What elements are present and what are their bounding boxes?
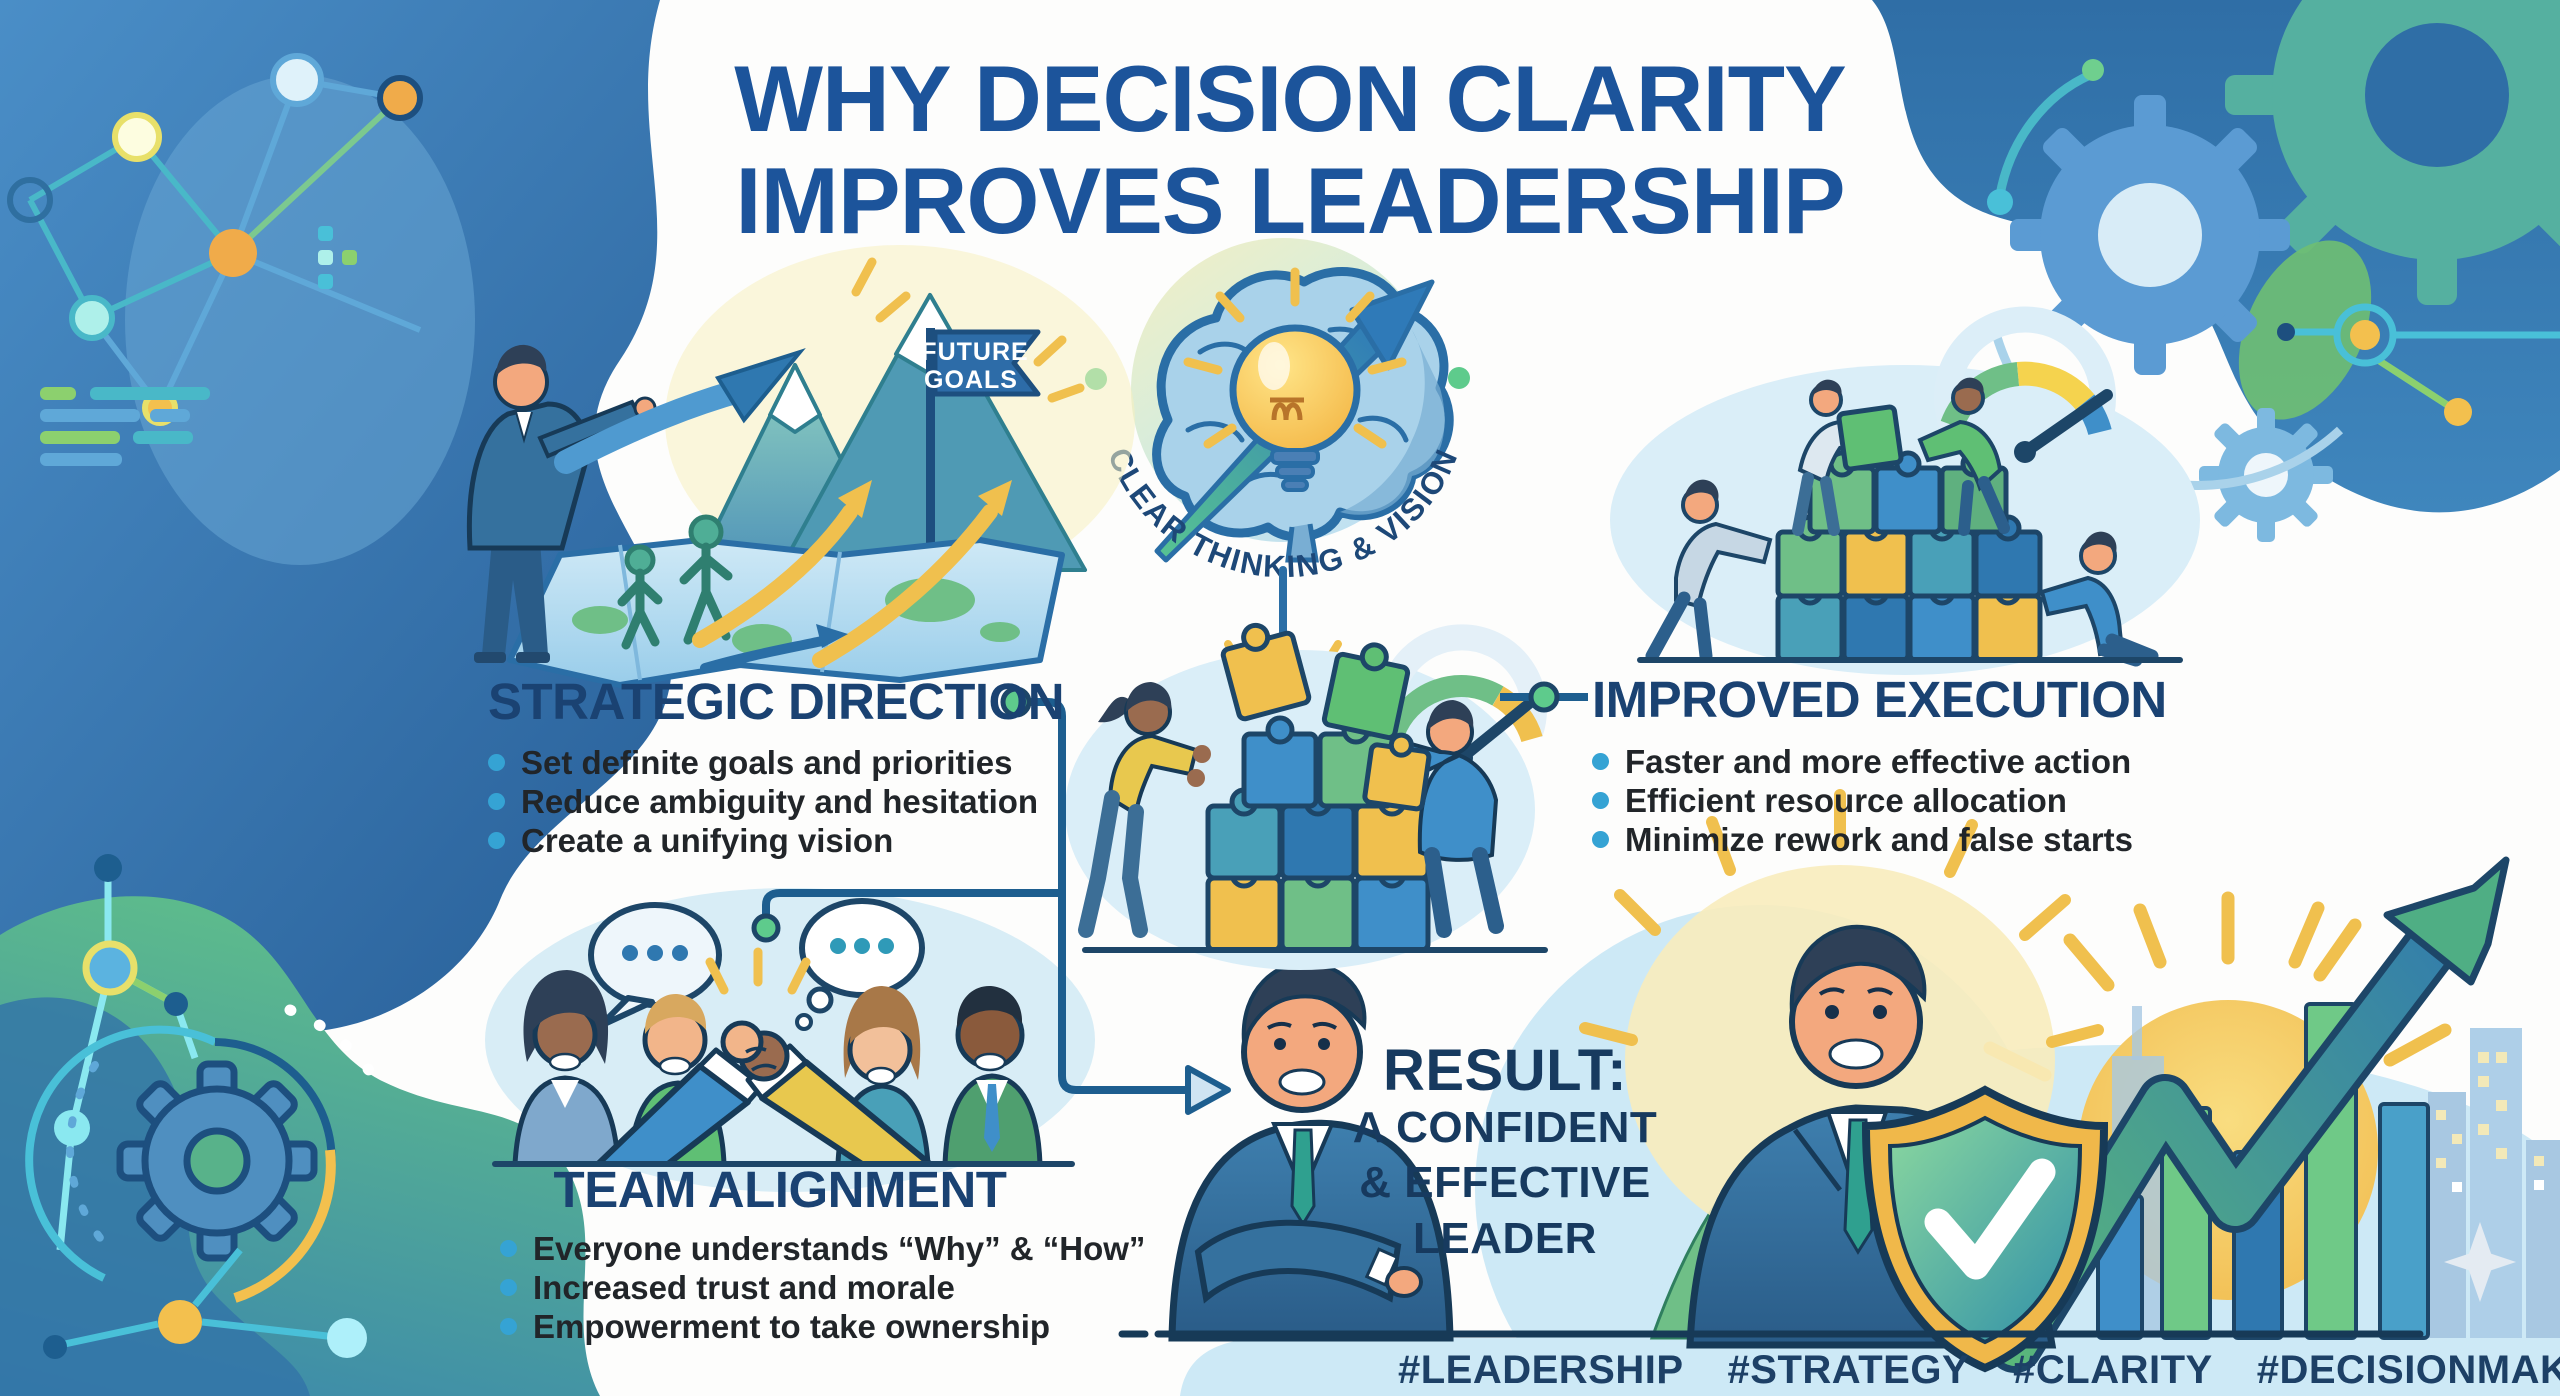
section-result: RESULT: A CONFIDENT & EFFECTIVE LEADER <box>1290 1042 1720 1266</box>
network-graph-icon <box>7 53 423 426</box>
list-item: Reduce ambiguity and hesitation <box>488 782 1064 821</box>
hashtag: #LEADERSHIP <box>1397 1348 1684 1392</box>
list-item: Minimize rework and false starts <box>1592 820 2167 859</box>
title-line-1: WHY DECISION CLARITY <box>734 46 1847 151</box>
gear-icon <box>25 854 391 1359</box>
strategic-illustration: FUTURE GOALS <box>466 245 1135 688</box>
blue-arrow-icon <box>714 348 806 424</box>
execution-illustration <box>1610 306 2200 675</box>
svg-text:GOALS: GOALS <box>924 366 1018 394</box>
thought-bubble-icon <box>795 898 925 1031</box>
clasped-hands-icon <box>595 1020 933 1167</box>
bullet-text: Empowerment to take ownership <box>533 1307 1051 1345</box>
clear-thinking-circle: CLEAR THINKING & VISION <box>1085 238 1470 684</box>
team-alignment-list: Everyone understands “Why” & “How” Incre… <box>500 1229 1145 1346</box>
decor-top-left <box>0 0 672 1033</box>
worker-figures-icon <box>1645 377 2159 667</box>
hashtag: #STRATEGY <box>1727 1348 1970 1392</box>
page-title: WHY DECISION CLARITY IMPROVES LEADERSHIP <box>560 48 2020 251</box>
list-item: Create a unifying vision <box>488 821 1064 860</box>
improved-execution-list: Faster and more effective action Efficie… <box>1592 742 2167 859</box>
puzzle-team-illustration <box>1065 622 1548 970</box>
bullet-dot-icon <box>488 832 505 849</box>
connector-nodes <box>751 681 1560 943</box>
bullet-dot-icon <box>1592 831 1609 848</box>
team-member-figure <box>942 985 1043 1167</box>
future-goals-flag: FUTURE GOALS <box>921 328 1041 578</box>
hashtag-row: #LEADERSHIP #STRATEGY #CLARITY #DECISION… <box>1398 1348 2560 1393</box>
bullet-text: Reduce ambiguity and hesitation <box>521 782 1039 820</box>
walking-figures-icon <box>617 514 733 650</box>
svg-text:FUTURE: FUTURE <box>921 338 1028 366</box>
hashtag: #CLARITY <box>2013 1348 2213 1392</box>
yellow-arrows-icon <box>692 504 998 668</box>
bullet-text: Set definite goals and priorities <box>521 743 1013 781</box>
list-item: Empowerment to take ownership <box>500 1307 1060 1346</box>
gear-blue-icon <box>2010 95 2290 375</box>
bullet-dot-icon <box>488 793 505 810</box>
strategic-direction-heading: STRATEGIC DIRECTION <box>488 673 1065 730</box>
title-line-2: IMPROVES LEADERSHIP <box>735 147 1845 253</box>
bullet-dot-icon <box>500 1279 517 1296</box>
man-figure <box>1362 700 1504 938</box>
shield-check-icon <box>1861 1085 2109 1373</box>
improved-execution-heading: IMPROVED EXECUTION <box>1592 671 2167 728</box>
gear-large-icon <box>2225 0 2560 305</box>
result-heading: RESULT: <box>1382 1038 1628 1103</box>
result-line: A CONFIDENT <box>1352 1103 1658 1152</box>
bullet-text: Faster and more effective action <box>1625 742 2132 780</box>
confident-leader-figure <box>1168 960 1454 1342</box>
bullet-text: Create a unifying vision <box>521 821 894 859</box>
code-lines-icon <box>40 387 210 466</box>
decor-top-right <box>1872 0 2560 542</box>
team-alignment-illustration <box>485 888 1095 1192</box>
list-item: Set definite goals and priorities <box>488 743 1064 782</box>
team-member-figure <box>512 970 621 1167</box>
speech-bubble-icon <box>588 902 722 1029</box>
bullet-dot-icon <box>488 754 505 771</box>
result-line: LEADER <box>1413 1213 1597 1263</box>
lightbulb-icon <box>1183 267 1407 492</box>
woman-figure <box>1078 682 1211 938</box>
bullet-dot-icon <box>500 1318 517 1335</box>
team-alignment-heading: TEAM ALIGNMENT <box>553 1161 1007 1218</box>
list-item: Faster and more effective action <box>1592 742 2167 781</box>
section-team-alignment: TEAM ALIGNMENT Everyone understands “Why… <box>500 1160 1145 1346</box>
bullet-dot-icon <box>1592 753 1609 770</box>
strategic-direction-list: Set definite goals and priorities Reduce… <box>488 743 1064 860</box>
pixel-dots-icon <box>318 226 357 289</box>
section-strategic-direction: STRATEGIC DIRECTION Set definite goals a… <box>488 672 1065 860</box>
list-item: Efficient resource allocation <box>1592 781 2167 820</box>
bullet-dot-icon <box>500 1240 517 1257</box>
bullet-text: Increased trust and morale <box>533 1268 955 1306</box>
hashtag: #DECISIONMAKING <box>2256 1348 2560 1392</box>
list-item: Everyone understands “Why” & “How” <box>500 1229 1145 1268</box>
node-cluster-icon <box>2277 303 2560 426</box>
section-improved-execution: IMPROVED EXECUTION Faster and more effec… <box>1592 670 2167 859</box>
bullet-text: Minimize rework and false starts <box>1625 820 2134 858</box>
list-item: Increased trust and morale <box>500 1268 1060 1307</box>
decor-bottom-left <box>0 854 600 1396</box>
result-line: & EFFECTIVE <box>1359 1158 1651 1208</box>
bullet-text: Everyone understands “Why” & “How” <box>533 1229 1146 1267</box>
map-icon <box>507 537 1065 688</box>
connector-lines <box>762 693 1588 1115</box>
bullet-text: Efficient resource allocation <box>1625 781 2067 819</box>
hashtag-band <box>1180 1338 2560 1396</box>
bullet-dot-icon <box>1592 792 1609 809</box>
